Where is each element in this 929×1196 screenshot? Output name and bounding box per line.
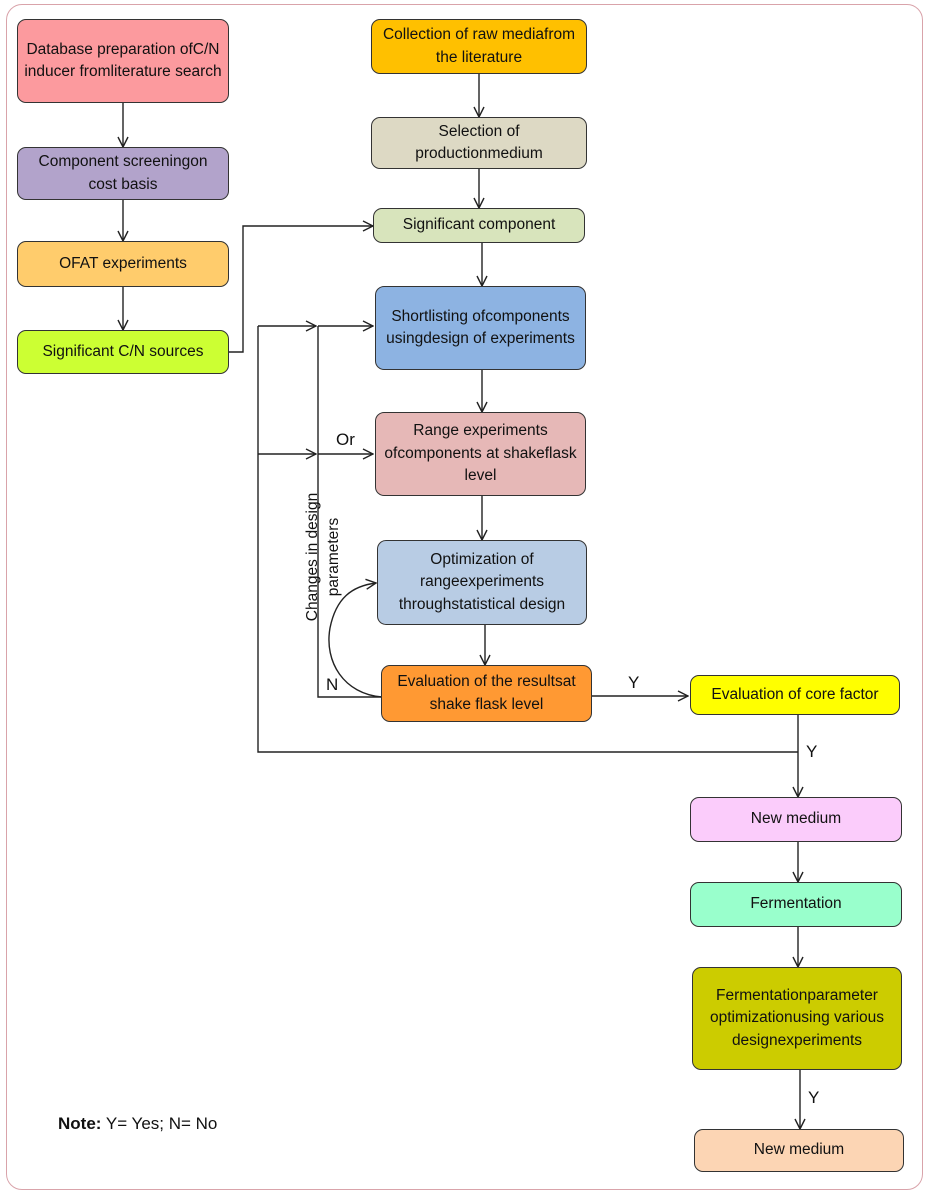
node-text-line: experiments	[777, 1031, 863, 1049]
node-text-line: flask level	[464, 444, 577, 485]
label-yes-core-factor: Y	[628, 673, 640, 692]
node-core-factor-evaluation: Evaluation of core factor	[690, 675, 900, 715]
node-text-line: on cost basis	[88, 153, 208, 193]
node-text-line: Significant C/N sources	[42, 342, 204, 360]
node-text-line: parameter optimization	[709, 986, 878, 1027]
loop-evaluation-to-optimization	[328, 583, 383, 698]
node-text-line: New medium	[750, 810, 842, 828]
node-text-line: Shortlisting of	[391, 307, 486, 325]
node-production-medium-selection: Selection of productionmedium	[371, 117, 587, 169]
node-text: Range experiments ofcomponents at shakef…	[382, 420, 579, 488]
node-significant-component: Significant component	[373, 208, 585, 243]
node-text: Significant component	[403, 214, 556, 237]
node-text: Significant C/N sources	[42, 341, 203, 364]
label-or: Or	[336, 430, 355, 449]
node-ofat-experiments: OFAT experiments	[17, 241, 229, 287]
node-final-new-medium: New medium	[694, 1129, 904, 1172]
line-outer-loop	[257, 326, 798, 753]
node-text-line: Selection of production	[415, 122, 520, 163]
node-text-line: components at shake	[397, 444, 545, 462]
node-text: Component screeningon cost basis	[24, 151, 222, 196]
node-text-line: Database preparation of	[26, 40, 193, 58]
node-text-line: Evaluation of the results	[397, 673, 563, 690]
node-text-line: Component screening	[38, 153, 191, 170]
label-yes-new-medium: Y	[806, 742, 818, 761]
node-text-line: at shake flask level	[429, 673, 576, 713]
node-text: Evaluation of the resultsat shake flask …	[388, 671, 585, 716]
node-text-line: Fermentation	[750, 895, 842, 913]
node-text: Fermentation	[750, 893, 841, 916]
node-parameter-optimization: Fermentationparameter optimizationusing …	[692, 967, 902, 1070]
note-legend: Note: Y= Yes; N= No	[58, 1114, 217, 1134]
node-text: New medium	[754, 1139, 844, 1162]
node-evaluation-results: Evaluation of the resultsat shake flask …	[381, 665, 592, 722]
node-text-line: Fermentation	[716, 986, 808, 1004]
node-shortlisting: Shortlisting ofcomponents usingdesign of…	[375, 286, 586, 370]
node-text-line: components using	[386, 307, 570, 348]
node-component-screening: Component screeningon cost basis	[17, 147, 229, 200]
node-text-line: Collection of raw media	[382, 26, 545, 43]
node-text: Fermentationparameter optimizationusing …	[699, 985, 895, 1053]
node-text-line: C/N inducer from	[24, 40, 220, 81]
note-text: Y= Yes; N= No	[101, 1114, 218, 1133]
arrow-cn-sources-to-significant-component	[229, 226, 373, 353]
label-changes-line-1: Changes in design	[304, 492, 321, 622]
node-text-line: New medium	[753, 1141, 845, 1159]
node-text-line: Significant component	[402, 216, 556, 234]
node-text-line: literature search	[110, 63, 222, 80]
node-text-line: Optimization of range	[419, 550, 534, 591]
node-text-line: medium	[487, 145, 543, 162]
node-text: Optimization of rangeexperiments through…	[384, 549, 580, 617]
node-text: OFAT experiments	[59, 253, 187, 276]
node-text-line: statistical design	[451, 595, 566, 613]
node-significant-cn-sources: Significant C/N sources	[17, 330, 229, 374]
node-range-experiments: Range experiments ofcomponents at shakef…	[375, 412, 586, 496]
node-text-line: Evaluation of core factor	[711, 685, 879, 703]
line-changes-in-design	[317, 326, 382, 698]
node-fermentation: Fermentation	[690, 882, 902, 927]
label-yes-final-medium: Y	[808, 1088, 820, 1107]
diagram-frame	[6, 4, 923, 1190]
node-new-medium: New medium	[690, 797, 902, 842]
note-prefix: Note:	[58, 1114, 102, 1133]
label-changes-in-design-parameters: Changes in design parameters	[302, 472, 344, 642]
node-text: Evaluation of core factor	[711, 684, 878, 707]
node-text: Database preparation ofC/N inducer froml…	[24, 39, 222, 84]
node-text-line: design of experiments	[423, 330, 575, 347]
node-text-line: from the literature	[435, 26, 576, 66]
node-text-line: experiments through	[398, 573, 545, 613]
node-optimization: Optimization of rangeexperiments through…	[377, 540, 587, 625]
node-text-line: Range experiments of	[384, 422, 548, 462]
node-text: New medium	[751, 808, 841, 831]
node-text: Selection of productionmedium	[378, 121, 580, 166]
node-text-line: using various design	[731, 1009, 885, 1049]
node-text-line: OFAT experiments	[59, 254, 187, 272]
label-no: N	[326, 675, 339, 694]
node-database-preparation: Database preparation ofC/N inducer froml…	[17, 19, 229, 103]
node-raw-media-collection: Collection of raw mediafrom the literatu…	[371, 19, 587, 74]
node-text: Shortlisting ofcomponents usingdesign of…	[382, 306, 579, 351]
label-changes-line-2: parameters	[325, 517, 342, 597]
node-text: Collection of raw mediafrom the literatu…	[378, 24, 580, 69]
